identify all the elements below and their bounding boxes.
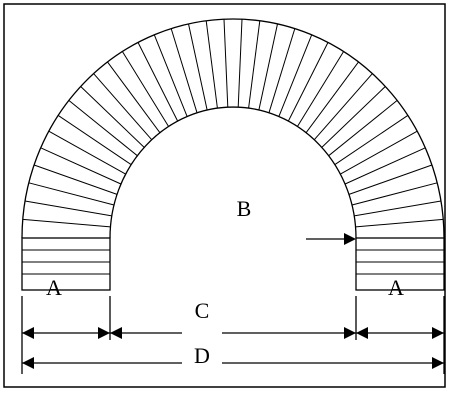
voussoir-joint-line xyxy=(313,73,373,141)
dimension-row-c: C xyxy=(22,298,444,339)
dimension-row-d: D xyxy=(22,343,444,369)
left-leg-label: A xyxy=(46,275,62,300)
voussoir-joint-line xyxy=(80,86,145,148)
arrow-head xyxy=(344,327,356,339)
voussoir-joint-line xyxy=(351,182,438,206)
voussoir-joint-line xyxy=(354,200,442,217)
arch-outer-curve xyxy=(21,18,445,239)
voussoir-joint-line xyxy=(268,28,296,113)
outer-span-label: D xyxy=(194,343,210,368)
left-leg: A xyxy=(21,237,111,300)
voussoir-joint-line xyxy=(328,100,398,157)
voussoir-joint-line xyxy=(57,114,132,166)
voussoir-joint-line xyxy=(237,19,243,108)
voussoir-joints xyxy=(22,19,444,228)
arrow-head xyxy=(432,327,444,339)
arrow-head xyxy=(356,327,368,339)
voussoir-joint-line xyxy=(334,114,409,166)
voussoir-joint-line xyxy=(258,23,278,111)
inner-span-label: C xyxy=(195,298,210,323)
arrow-head xyxy=(22,327,34,339)
voussoir-joint-line xyxy=(305,61,359,133)
opening-arrow-head xyxy=(344,233,356,245)
voussoir-joint-line xyxy=(48,130,126,175)
voussoir-joint-line xyxy=(248,20,261,109)
arrow-head xyxy=(432,357,444,369)
voussoir-joint-line xyxy=(205,20,218,109)
arrow-head xyxy=(22,357,34,369)
arrow-head xyxy=(110,327,122,339)
voussoir-joint-line xyxy=(278,34,313,117)
arrow-head xyxy=(98,327,110,339)
voussoir-joint-line xyxy=(40,147,122,185)
voussoir-joint-line xyxy=(355,218,444,228)
voussoir-joint-line xyxy=(24,200,112,217)
voussoir-joint-line xyxy=(287,42,329,122)
voussoir-joint-line xyxy=(22,218,111,228)
voussoir-joint-line xyxy=(321,86,386,148)
voussoir-joint-line xyxy=(344,147,426,185)
voussoir-joint-line xyxy=(340,130,418,175)
voussoir-joint-line xyxy=(153,34,188,117)
right-leg-label: A xyxy=(388,275,404,300)
frame-border xyxy=(3,3,446,388)
voussoir-joint-line xyxy=(188,23,208,111)
opening-arrow xyxy=(306,233,356,245)
arch-inner-curve xyxy=(109,106,357,239)
voussoir-joint-line xyxy=(137,42,179,122)
voussoir-joint-line xyxy=(121,51,169,127)
voussoir-joint-line xyxy=(107,61,161,133)
voussoir-joint-line xyxy=(297,51,345,127)
voussoir-joint-line xyxy=(93,73,153,141)
right-leg: A xyxy=(355,237,445,300)
voussoir-joint-line xyxy=(170,28,198,113)
voussoir-joint-line xyxy=(68,100,138,157)
voussoir-joint-line xyxy=(348,164,433,195)
left-leg-outline xyxy=(21,237,111,291)
voussoir-joint-line xyxy=(28,182,115,206)
voussoir-joint-line xyxy=(223,19,229,108)
right-leg-outline xyxy=(355,237,445,291)
opening-label: B xyxy=(237,196,252,221)
voussoir-joint-line xyxy=(33,164,118,195)
